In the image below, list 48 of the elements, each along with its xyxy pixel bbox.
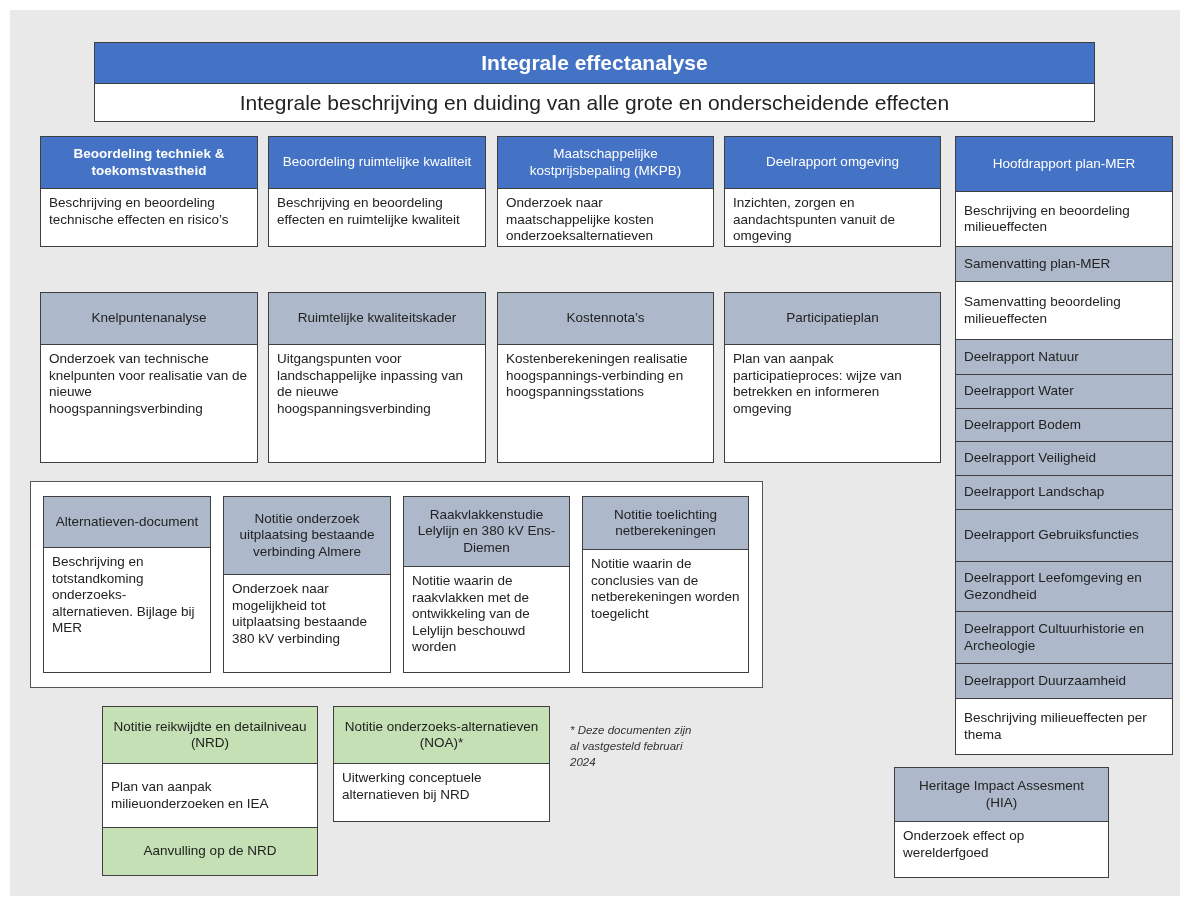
document-card xyxy=(497,292,714,463)
card-heading: Notitie reikwijdte en detailniveau (NRD) xyxy=(103,707,317,763)
document-card xyxy=(894,767,1109,878)
section-band: Deelrapport Gebruiksfuncties xyxy=(956,509,1172,561)
document-card xyxy=(268,292,486,463)
document-card xyxy=(724,292,941,463)
card-heading: Participatieplan xyxy=(725,293,940,344)
document-card xyxy=(40,292,258,463)
card-heading: Beoordeling techniek & toekomstvastheid xyxy=(41,137,257,188)
document-card xyxy=(582,496,749,673)
card-heading: Alternatieven-document xyxy=(44,497,210,547)
card-heading: Raakvlakkenstudie Lelylijn en 380 kV Ens-Diemen xyxy=(404,497,569,566)
document-card xyxy=(955,136,1173,755)
footnote: * Deze documenten zijn al vastgesteld februari 2024 xyxy=(570,723,693,770)
document-card xyxy=(333,706,550,822)
card-heading: Beoordeling ruimtelijke kwaliteit xyxy=(269,137,485,188)
card-text: Inzichten, zorgen en aandachtspunten vanuit de omgeving xyxy=(725,188,940,246)
card-heading: Notitie onderzoeks-alternatieven (NOA)* xyxy=(334,707,549,763)
document-card xyxy=(497,136,714,247)
document-card xyxy=(223,496,391,673)
document-card xyxy=(268,136,486,247)
document-card xyxy=(94,42,1095,122)
group-frame xyxy=(30,481,763,688)
document-card xyxy=(40,136,258,247)
card-heading: Notitie toelichting netberekeningen xyxy=(583,497,748,549)
card-heading: Kostennota’s xyxy=(498,293,713,344)
card-heading: Heritage Impact Assesment (HIA) xyxy=(895,768,1108,821)
document-card xyxy=(403,496,570,673)
card-heading: Deelrapport omgeving xyxy=(725,137,940,188)
card-heading: Integrale effectanalyse xyxy=(95,43,1094,83)
card-heading: Notitie onderzoek uitplaatsing bestaande verbinding Almere xyxy=(224,497,390,574)
document-card xyxy=(102,706,318,876)
card-heading: Ruimtelijke kwaliteitskader xyxy=(269,293,485,344)
section-band: Samenvatting plan-MER xyxy=(956,246,1172,281)
section-band: Deelrapport Veiligheid xyxy=(956,441,1172,475)
card-heading: Knelpuntenanalyse xyxy=(41,293,257,344)
document-card xyxy=(724,136,941,247)
section-band: Aanvulling op de NRD xyxy=(103,827,317,875)
section-band: Deelrapport Bodem xyxy=(956,408,1172,441)
section-band: Deelrapport Water xyxy=(956,374,1172,408)
section-band: Deelrapport Duurzaamheid xyxy=(956,663,1172,698)
section-band: Deelrapport Leefomgeving en Gezondheid xyxy=(956,561,1172,611)
card-heading: Hoofdrapport plan-MER xyxy=(956,137,1172,191)
section-band: Deelrapport Natuur xyxy=(956,339,1172,374)
card-heading: Maatschappelijke kostprijsbepaling (MKPB) xyxy=(498,137,713,188)
document-card xyxy=(43,496,211,673)
section-band: Deelrapport Landschap xyxy=(956,475,1172,509)
section-band: Deelrapport Cultuurhistorie en Archeologie xyxy=(956,611,1172,663)
